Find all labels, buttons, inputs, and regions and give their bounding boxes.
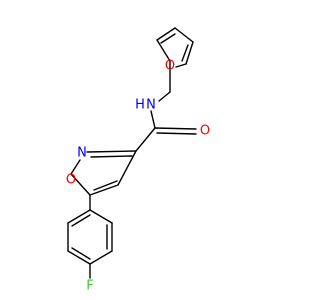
amide-hydrogen-label: H [135, 98, 145, 113]
bond-isox-n-o [70, 159, 81, 175]
isoxazole-nitrogen-label: N [77, 146, 87, 161]
amide-nitrogen-label: N [146, 98, 156, 113]
bond-ch2-n [158, 91, 171, 102]
isoxazole-ring [70, 150, 137, 196]
fluorine-label: F [86, 279, 93, 294]
bond-furan-c4-c5-double [181, 44, 189, 62]
bond-carbonyl-c-o-double [156, 132, 197, 135]
bond-n-carbonyl-c [150, 110, 156, 129]
bond-isox-c5-c4-double [93, 180, 118, 191]
atom-labels: O N H O N O F [66, 59, 210, 294]
bond-isox-c4-c3 [117, 150, 137, 186]
bond-carbonyl-c-o [154, 127, 197, 130]
isoxazole-oxygen-label: O [66, 173, 76, 188]
bond-isox-c3-n [86, 150, 137, 153]
fluorophenyl-ring [67, 194, 113, 279]
molecule-structure: O N H O N O F [66, 27, 210, 294]
bond-furan-c5-o [175, 63, 187, 68]
bond-isox-o-c5 [70, 173, 91, 196]
bond-aryl-3-4 [89, 250, 113, 265]
bond-isox-c3-n-double [90, 155, 133, 158]
bond-aryl-4-5 [67, 250, 91, 265]
bond-aryl-6-1 [67, 209, 91, 224]
bond-aryl-4-5-double [71, 247, 91, 260]
furan-ring [156, 27, 194, 68]
bond-carbonyl-c-isoxazole [135, 127, 156, 152]
bond-furan-c2-c3-double [160, 33, 176, 44]
amide-linker [135, 60, 197, 152]
bond-aryl-6-1-double [71, 214, 91, 227]
bond-furan-c1-c2 [156, 39, 171, 62]
bond-furan-c2-c3 [156, 27, 176, 41]
carbonyl-oxygen-label: O [200, 124, 210, 139]
bond-isox-c5-c4 [89, 184, 119, 196]
bond-furan-c4-c5 [185, 41, 194, 65]
furan-oxygen-label: O [165, 59, 175, 74]
bond-aryl-1-2 [89, 209, 113, 224]
bond-furan-c3-c4 [174, 27, 194, 43]
